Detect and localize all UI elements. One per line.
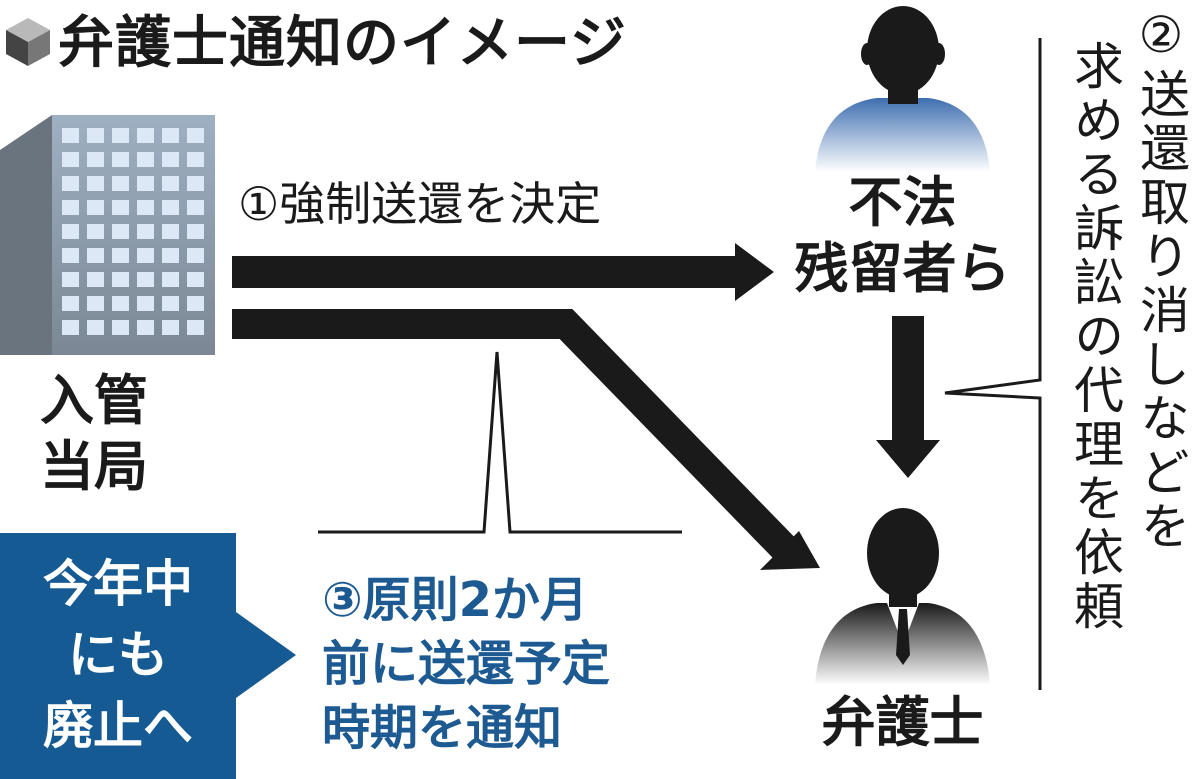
building-window bbox=[187, 248, 204, 263]
person-icon bbox=[815, 6, 990, 172]
building-window bbox=[137, 224, 154, 239]
building-window bbox=[162, 152, 179, 167]
building-window bbox=[112, 296, 129, 311]
building-window bbox=[112, 200, 129, 215]
building-window bbox=[112, 128, 129, 143]
building-window bbox=[137, 200, 154, 215]
abolition-badge-text: 今年中 にも 廃止へ bbox=[0, 549, 236, 762]
building-window bbox=[187, 200, 204, 215]
building-window bbox=[62, 296, 79, 311]
building-window bbox=[187, 320, 204, 335]
step3-bracket bbox=[318, 351, 682, 534]
building-window bbox=[87, 272, 104, 287]
badge-pointer bbox=[236, 612, 296, 698]
building-icon bbox=[0, 115, 215, 355]
building-window bbox=[87, 320, 104, 335]
building-window bbox=[162, 128, 179, 143]
building-window bbox=[137, 320, 154, 335]
step3-label: ③原則2か月 前に送還予定 時期を通知 bbox=[322, 568, 610, 760]
building-window bbox=[137, 128, 154, 143]
building-window bbox=[137, 296, 154, 311]
arrow-notification-to-lawyer bbox=[232, 309, 820, 570]
building-window bbox=[112, 176, 129, 191]
building-window bbox=[62, 320, 79, 335]
abolition-badge bbox=[0, 533, 236, 779]
building-window bbox=[187, 272, 204, 287]
building-window bbox=[87, 224, 104, 239]
step3-label-line-1: ③原則2か月 bbox=[322, 572, 589, 628]
arrow-request-to-lawyer bbox=[876, 316, 940, 478]
step3-label-line-3: 時期を通知 bbox=[322, 700, 563, 756]
building-window bbox=[162, 272, 179, 287]
building-window bbox=[112, 248, 129, 263]
building-window bbox=[87, 128, 104, 143]
building-window bbox=[137, 176, 154, 191]
building-window bbox=[137, 152, 154, 167]
building-window bbox=[162, 248, 179, 263]
building-window bbox=[187, 224, 204, 239]
illegal-residents-label-line-1: 不法 bbox=[848, 171, 957, 234]
building-window bbox=[187, 296, 204, 311]
step2-label-line-2: 求める訴訟の代理を依頼 bbox=[1066, 40, 1124, 634]
illegal-residents-label: 不法 残留者ら bbox=[790, 170, 1015, 302]
building-window bbox=[62, 176, 79, 191]
building-window bbox=[162, 224, 179, 239]
illegal-residents-label-line-2: 残留者ら bbox=[794, 237, 1011, 300]
building-window bbox=[187, 152, 204, 167]
badge-line-3: 廃止へ bbox=[43, 697, 193, 755]
building-window bbox=[62, 200, 79, 215]
immigration-label-line-2: 当局 bbox=[40, 435, 148, 498]
lawyer-label: 弁護士 bbox=[821, 691, 984, 754]
step2-label-line-1: ②送還取り消しなどを bbox=[1132, 6, 1190, 554]
building-window bbox=[62, 152, 79, 167]
building-window bbox=[162, 296, 179, 311]
diagram-title: 弁護士通知のイメージ bbox=[58, 11, 627, 76]
arrow-deportation-decision bbox=[232, 243, 774, 301]
immigration-label: 入管 当局 bbox=[40, 368, 148, 500]
immigration-label-line-1: 入管 bbox=[40, 369, 148, 432]
building-window bbox=[62, 128, 79, 143]
building-window bbox=[62, 224, 79, 239]
building-window bbox=[112, 152, 129, 167]
building-window bbox=[112, 224, 129, 239]
building-window bbox=[162, 200, 179, 215]
businessman-icon bbox=[815, 508, 990, 685]
step2-bracket bbox=[944, 38, 1042, 690]
title-cube-icon bbox=[6, 18, 50, 66]
building-window bbox=[62, 272, 79, 287]
step3-label-line-2: 前に送還予定 bbox=[322, 636, 611, 692]
building-window bbox=[137, 272, 154, 287]
building-window bbox=[162, 320, 179, 335]
building-window bbox=[187, 176, 204, 191]
step1-label: ①強制送還を決定 bbox=[238, 177, 602, 231]
building-window bbox=[87, 176, 104, 191]
building-window bbox=[112, 320, 129, 335]
building-window bbox=[112, 272, 129, 287]
building-window bbox=[87, 200, 104, 215]
building-window bbox=[137, 248, 154, 263]
building-window bbox=[87, 152, 104, 167]
building-window bbox=[187, 128, 204, 143]
building-window bbox=[162, 176, 179, 191]
badge-line-1: 今年中 bbox=[43, 555, 193, 613]
building-window bbox=[87, 248, 104, 263]
building-window bbox=[87, 296, 104, 311]
building-window bbox=[62, 248, 79, 263]
badge-line-2: にも bbox=[68, 626, 168, 684]
